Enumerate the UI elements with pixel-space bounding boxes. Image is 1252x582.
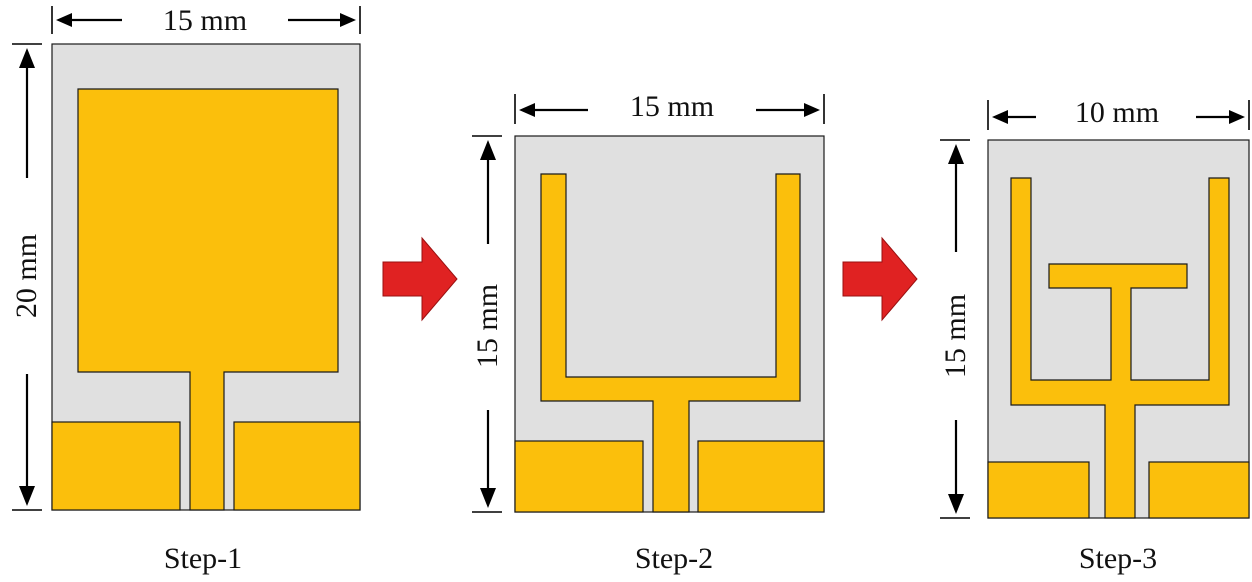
step-1-width-dimension: 15 mm <box>51 4 361 37</box>
step-2-height-label: 15 mm <box>471 284 504 368</box>
transition-arrow-2 <box>842 236 918 322</box>
step-1-height-dimension: 20 mm <box>10 43 43 511</box>
step-2-height-dimension: 15 mm <box>471 135 504 513</box>
step-3-caption: Step-3 <box>1079 542 1157 575</box>
step-3-t-loaded-radiator <box>1010 177 1230 519</box>
step-1-antenna <box>51 43 361 511</box>
step-3-width-label: 10 mm <box>1075 96 1159 129</box>
step-1-ground-left <box>51 421 181 511</box>
step-3-ground-left <box>987 461 1090 519</box>
step-1-square-patch <box>77 88 339 511</box>
step-1-caption: Step-1 <box>164 542 242 575</box>
step-1-height-label: 20 mm <box>10 234 43 318</box>
step-2-u-shaped-radiator <box>540 173 801 513</box>
step-3-width-dimension: 10 mm <box>987 96 1250 130</box>
step-3-height-dimension: 15 mm <box>939 139 972 519</box>
transition-arrow-1 <box>382 236 458 322</box>
step-2-antenna <box>514 135 825 513</box>
step-3-ground-right <box>1148 461 1250 519</box>
step-2-width-dimension: 15 mm <box>514 90 825 124</box>
step-2-ground-left <box>514 440 644 513</box>
step-3-antenna <box>987 139 1250 519</box>
step-2-caption: Step-2 <box>635 542 713 575</box>
step-2-ground-right <box>697 440 825 513</box>
step-2-width-label: 15 mm <box>630 90 714 123</box>
step-3-height-label: 15 mm <box>939 294 972 378</box>
step-1-ground-right <box>233 421 361 511</box>
step-1-width-label: 15 mm <box>163 4 247 37</box>
